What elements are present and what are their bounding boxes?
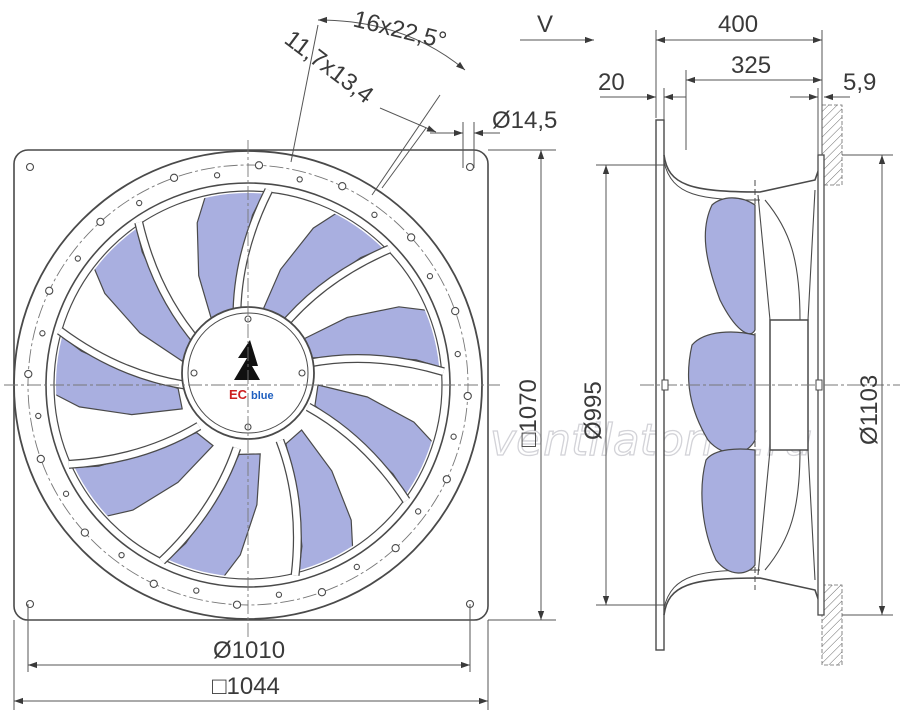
dim-label-overall-depth: 400: [718, 11, 758, 38]
corner-hole-top-left: [25, 162, 35, 172]
guard-spoke: [159, 446, 240, 564]
motor-struts-top: [757, 189, 816, 321]
flange-hole: [406, 233, 416, 242]
wall-hatch-bottom: [821, 584, 843, 666]
flange-hole: [275, 591, 283, 598]
flange-hole: [415, 508, 422, 515]
flange-holes: [24, 161, 472, 609]
dim-label-motor-depth: 325: [731, 52, 771, 79]
flange-hole: [450, 433, 457, 440]
dim-label-slot-size: 11,7x13,4: [279, 25, 378, 109]
dim-label-ring-diameter: Ø1010: [213, 637, 285, 664]
flange-hole: [149, 579, 158, 588]
flange-hole: [45, 286, 54, 295]
guard-spoke: [57, 328, 185, 389]
flange-hole: [193, 587, 200, 594]
side-axis-tick-left: [661, 379, 669, 391]
side-blade-lower: [701, 448, 756, 574]
flange-hole: [451, 306, 460, 316]
flange-hole: [442, 475, 451, 484]
inlet-nozzle-bottom: [663, 577, 823, 616]
dim-label-flange-offset: 20: [598, 69, 625, 96]
side-blade-upper: [704, 197, 756, 335]
front-view: EC blue □1070 Ø1010 □1044 Ø14,5 16x22,5°: [4, 6, 557, 710]
dim-leader-slot-size: [379, 107, 437, 133]
view-marker-label: V: [537, 11, 553, 38]
flange-hole: [391, 543, 400, 553]
inlet-nozzle-top: [663, 154, 823, 193]
flange-hole: [463, 391, 472, 401]
flange-hole: [426, 273, 434, 280]
flange-hole: [232, 600, 242, 609]
logo-text-blue: blue: [251, 390, 274, 402]
guard-spoke: [68, 423, 201, 468]
flange-hole: [338, 182, 347, 191]
logo-text-ec: EC: [229, 387, 248, 402]
hub-bolt: [190, 369, 198, 377]
flange-hole: [213, 172, 221, 179]
dim-leader-slot-size-2: [381, 127, 427, 189]
dim-label-wall-thickness: 5,9: [843, 69, 876, 96]
flange-hole: [317, 588, 327, 597]
flange-hole: [371, 211, 378, 218]
side-view: V 400 325 20 5,9 Ø995 Ø1103: [520, 11, 900, 666]
flange-hole: [96, 217, 105, 227]
flange-hole: [62, 490, 70, 497]
flange-hole: [36, 454, 45, 464]
flange-hole: [254, 161, 264, 170]
dim-label-hole-diameter: Ø14,5: [492, 107, 557, 134]
impeller-blades: [56, 193, 440, 577]
corner-hole-top-right: [465, 162, 475, 172]
dim-arc-hole-pattern: [317, 16, 466, 71]
dim-leader-slot-a: [290, 24, 319, 163]
hub-bolts: [190, 315, 306, 431]
guard-spoke: [306, 404, 410, 503]
dim-label-square-width: □1044: [212, 673, 280, 700]
guard-spoke: [135, 221, 202, 346]
flange-hole: [169, 173, 179, 182]
flange-hole: [296, 176, 303, 183]
flange-hole: [118, 552, 125, 559]
ecblue-logo: EC blue: [229, 340, 274, 402]
hub-bolt: [298, 369, 306, 377]
guard-spoke: [307, 355, 445, 375]
dim-leader-slot-b: [371, 94, 441, 196]
flange-hole: [24, 369, 33, 379]
flange-hole: [80, 528, 90, 537]
motor-struts-bottom: [757, 449, 816, 581]
side-axis-tick-right: [815, 379, 823, 391]
dim-label-outer-diameter: Ø1103: [856, 375, 883, 445]
flange-hole: [454, 350, 461, 358]
guard-spoke: [276, 439, 301, 576]
logo-bolt-icon: [234, 340, 260, 380]
dim-label-impeller-diameter: Ø995: [580, 381, 607, 440]
wall-hatch-top: [821, 104, 843, 186]
guard-spoke: [277, 246, 391, 332]
flange-hole: [39, 330, 46, 337]
flange-hole: [353, 563, 360, 571]
dim-label-hole-pattern: 16x22,5°: [351, 6, 450, 55]
flange-hole: [136, 199, 143, 207]
flange-hole: [35, 412, 42, 420]
flange-hole: [74, 255, 81, 262]
dim-label-square-height: □1070: [515, 379, 542, 447]
